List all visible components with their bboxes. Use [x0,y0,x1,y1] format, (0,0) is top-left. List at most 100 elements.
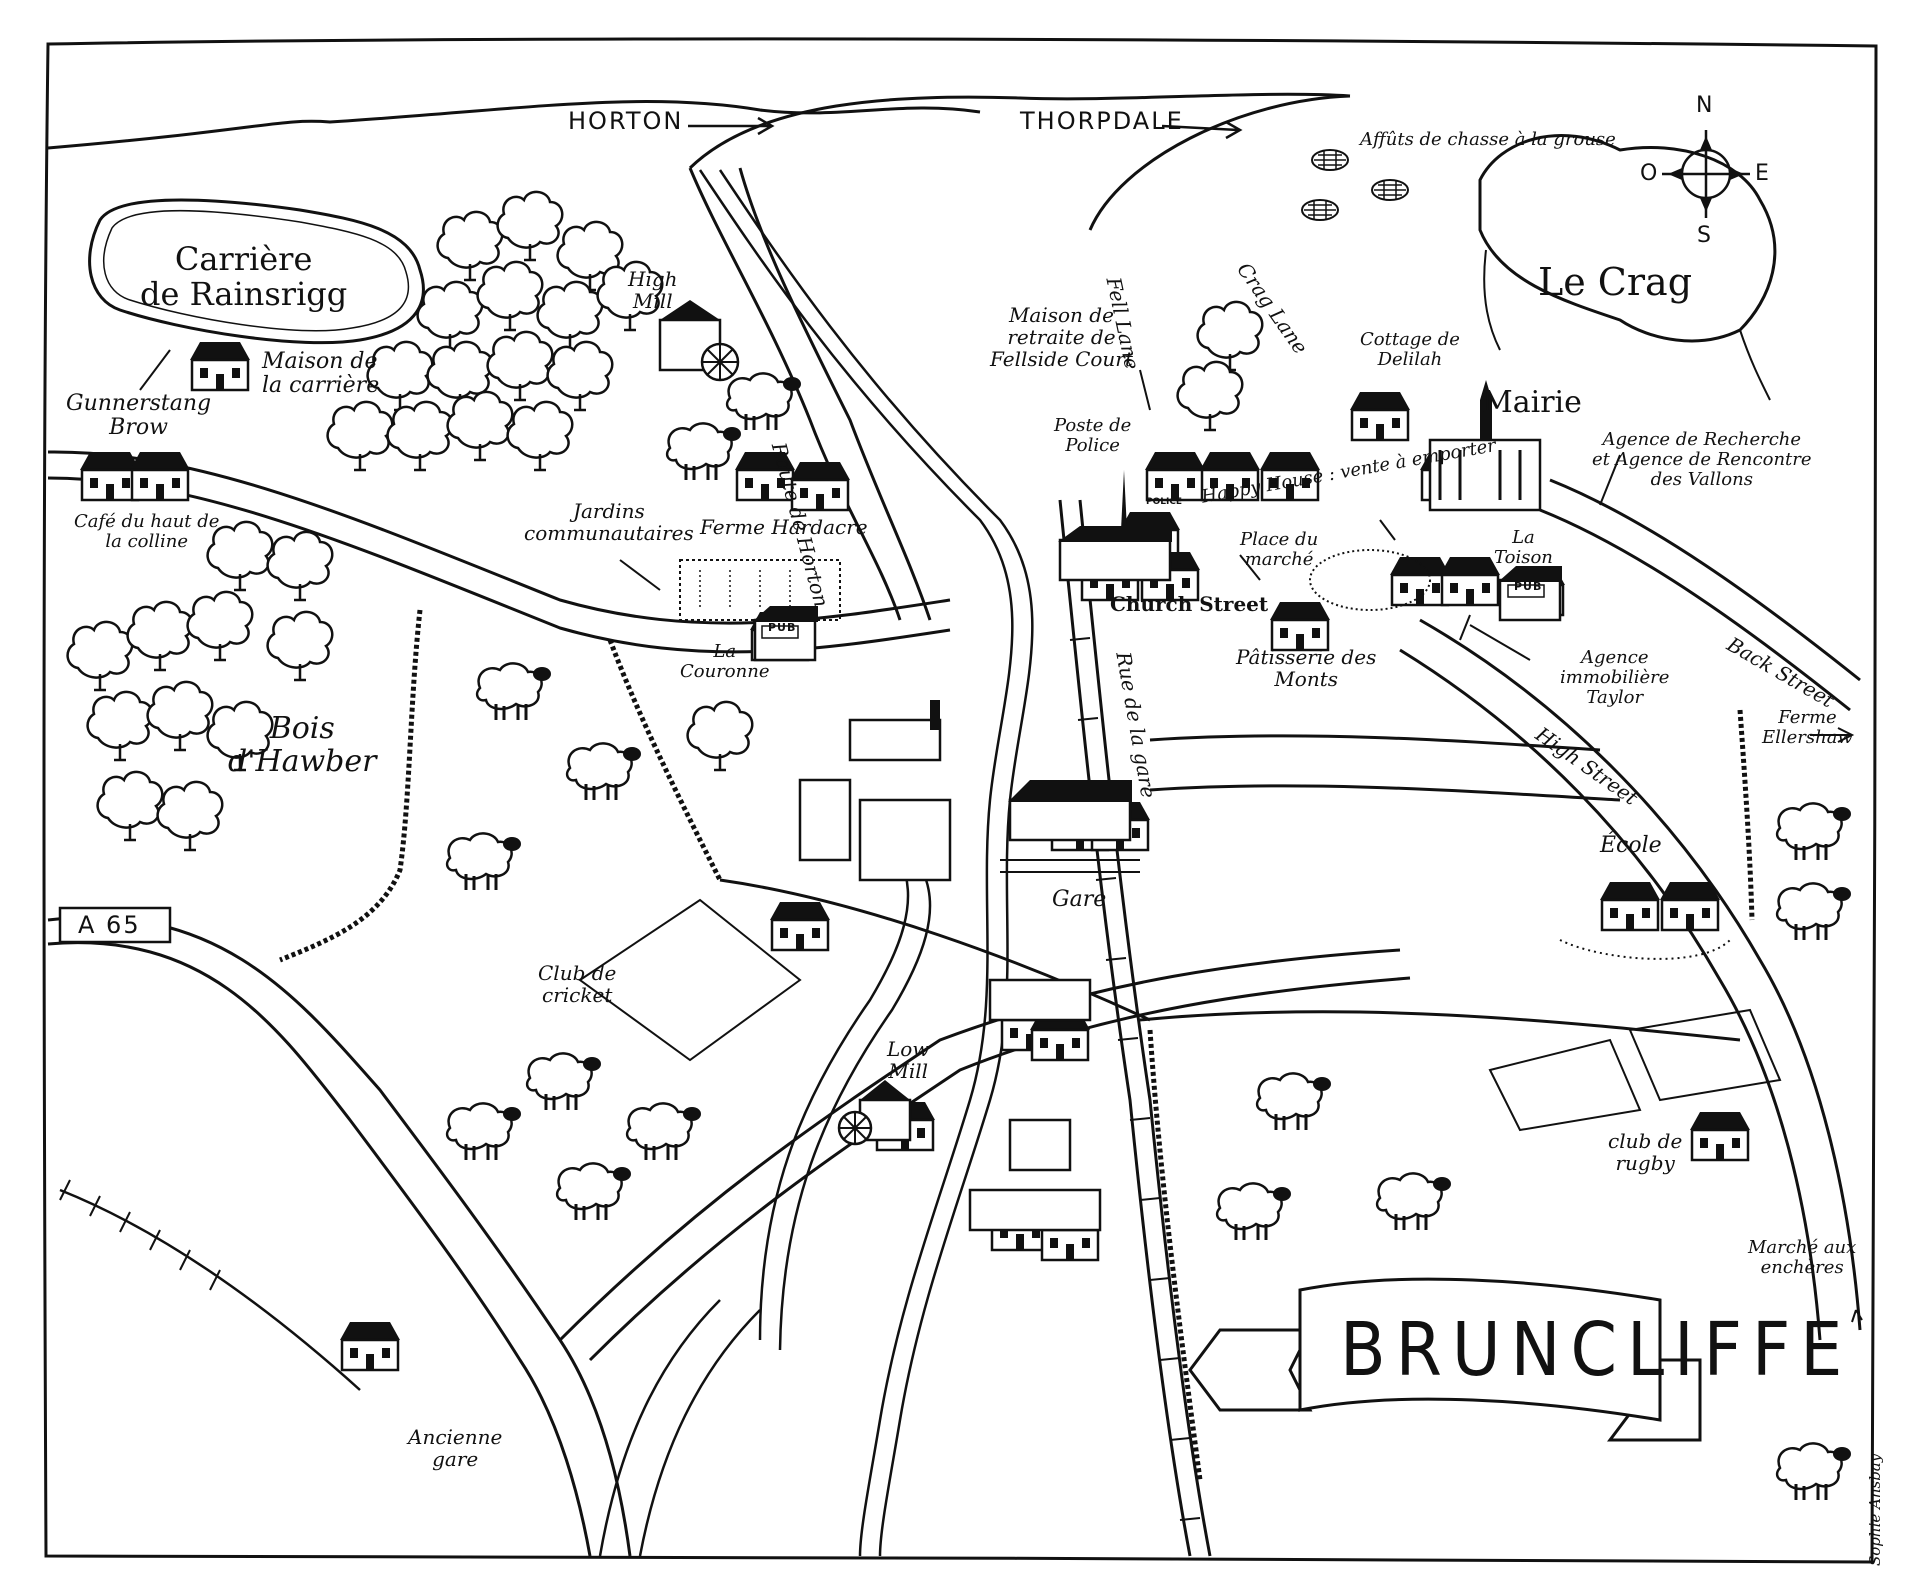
cottage-line-2: Delilah [1377,348,1443,370]
railway [1058,499,1192,1557]
pub-sign-couronne: PUB [768,621,797,634]
pub-sign-toison: PUB [1514,580,1543,593]
map-border [42,37,1878,1564]
carriere-label: Carrière de Rainsrigg [140,240,348,314]
maison-retraite-line-1: Maison de [1008,303,1114,327]
patisserie-label: Pâtisserie des Monts [1236,646,1376,690]
station-building [1000,780,1140,873]
maison-carriere-line-2: la carrière [262,373,380,399]
low-mill-line-1: Low [887,1037,930,1061]
compass-east: E [1755,161,1771,186]
poste-label: Poste de Police [1054,416,1131,456]
town-banner [1188,1277,1702,1442]
agence-recherche-line-1: Agence de Recherche [1602,429,1802,450]
ancienne-gare-line-2: gare [432,1447,479,1471]
high-mill-label: High Mill [628,268,678,312]
place-marche-line-1: Place du [1240,529,1319,550]
maison-retraite-label: Maison de retraite de Fellside Court [990,304,1133,370]
compass-north: N [1696,93,1715,118]
marche-encheres-label: Marché aux enchères [1748,1238,1856,1278]
church [1058,470,1172,582]
agence-immo-line-2: immobilière [1560,666,1670,688]
ferme-hardacre-label: Ferme Hardacre [700,515,868,539]
poste-line-1: Poste de [1054,415,1132,436]
horton-arrow [688,116,775,136]
place-marche-label: Place du marché [1240,530,1318,570]
ferme-ellershaw-line-1: Ferme [1778,707,1837,728]
club-cricket-label: Club de cricket [538,962,616,1006]
church-street-label: Church Street [1110,592,1269,616]
cottage-line-1: Cottage de [1360,329,1460,350]
marche-encheres-line-1: Marché aux [1748,1237,1857,1258]
mairie-label: Mairie [1482,385,1582,420]
toison-line-1: La [1512,527,1535,548]
cottage-label: Cottage de Delilah [1360,330,1460,370]
ancienne-gare-line-1: Ancienne [408,1425,503,1449]
police-sign: POLICE [1146,497,1183,507]
cafe-line-2: la colline [105,530,189,552]
gunnerstang-line-2: Brow [109,415,168,441]
patisserie-line-1: Pâtisserie des [1236,645,1377,669]
high-mill-line-2: Mill [632,289,673,313]
maison-carriere-label: Maison de la carrière [262,349,380,399]
a65-label: A 65 [78,911,141,939]
marche-encheres-line-2: enchères [1760,1256,1844,1278]
maison-carriere-line-1: Maison de [262,349,378,374]
town-hall [1428,380,1542,512]
couronne-label: La Couronne [680,642,769,682]
river [698,169,1014,1557]
ecole-label: École [1600,833,1662,858]
ancienne-gare-label: Ancienne gare [408,1426,502,1470]
agence-immo-label: Agence immobilière Taylor [1560,648,1669,707]
couronne-line-2: Couronne [680,660,770,682]
bois-line-1: Bois [269,711,335,746]
club-cricket-line-2: cricket [542,983,613,1007]
gunnerstang-line-1: Gunnerstang [66,391,212,416]
agence-recherche-line-2: et Agence de Rencontre [1592,448,1812,470]
club-cricket-line-1: Club de [538,961,617,985]
pub-toison [1498,566,1562,622]
town-title: BRUNCLIFFE [1340,1307,1853,1393]
bois-label: Bois d'Hawber [228,712,376,778]
maison-retraite-line-3: Fellside Court [990,347,1133,371]
thorpdale-label: THORPDALE [1020,107,1184,135]
agence-recherche-label: Agence de Recherche et Agence de Rencont… [1592,430,1812,489]
poste-line-2: Police [1065,434,1120,456]
bois-line-2: d'Hawber [228,744,377,779]
low-mill [837,1080,912,1146]
club-rugby-line-1: club de [1608,1129,1683,1153]
carriere-line-2: de Rainsrigg [140,275,348,314]
club-rugby-line-2: rugby [1615,1151,1675,1175]
maison-retraite-line-2: retraite de [1007,325,1116,349]
patisserie-line-2: Monts [1274,667,1339,691]
ferme-ellershaw-label: Ferme Ellershaw [1762,708,1853,748]
affuts-label: Affûts de chasse à la grouse [1360,129,1616,150]
toison-line-2: Toison [1494,546,1553,568]
carriere-line-1: Carrière [174,240,313,278]
artist-signature: Sophie Ansbay [1866,1453,1884,1566]
gare-label: Gare [1052,887,1107,912]
a65-road [47,915,632,1557]
agence-recherche-line-3: des Vallons [1650,468,1753,490]
pub-couronne [752,606,818,662]
jardins-label: Jardins communautaires [524,500,694,544]
le-crag-label: Le Crag [1538,260,1693,304]
thorpdale-arrow [1161,120,1243,140]
couronne-line-1: La [713,641,737,662]
compass-west: O [1640,161,1660,186]
toison-label: La Toison [1494,528,1553,568]
cafe-line-1: Café du haut de [74,511,220,532]
high-mill [658,300,740,382]
compass-rose [1662,130,1750,218]
factory [798,700,952,882]
gunnerstang-label: Gunnerstang Brow [66,391,212,441]
horton-label: HORTON [568,107,684,135]
low-mill-line-2: Mill [888,1059,929,1083]
compass-south: S [1697,223,1713,248]
jardins-line-1: Jardins [572,499,645,523]
place-marche-line-2: marché [1244,548,1314,570]
club-rugby-label: club de rugby [1608,1130,1682,1174]
cafe-label: Café du haut de la colline [74,512,219,552]
jardins-line-2: communautaires [524,521,694,545]
